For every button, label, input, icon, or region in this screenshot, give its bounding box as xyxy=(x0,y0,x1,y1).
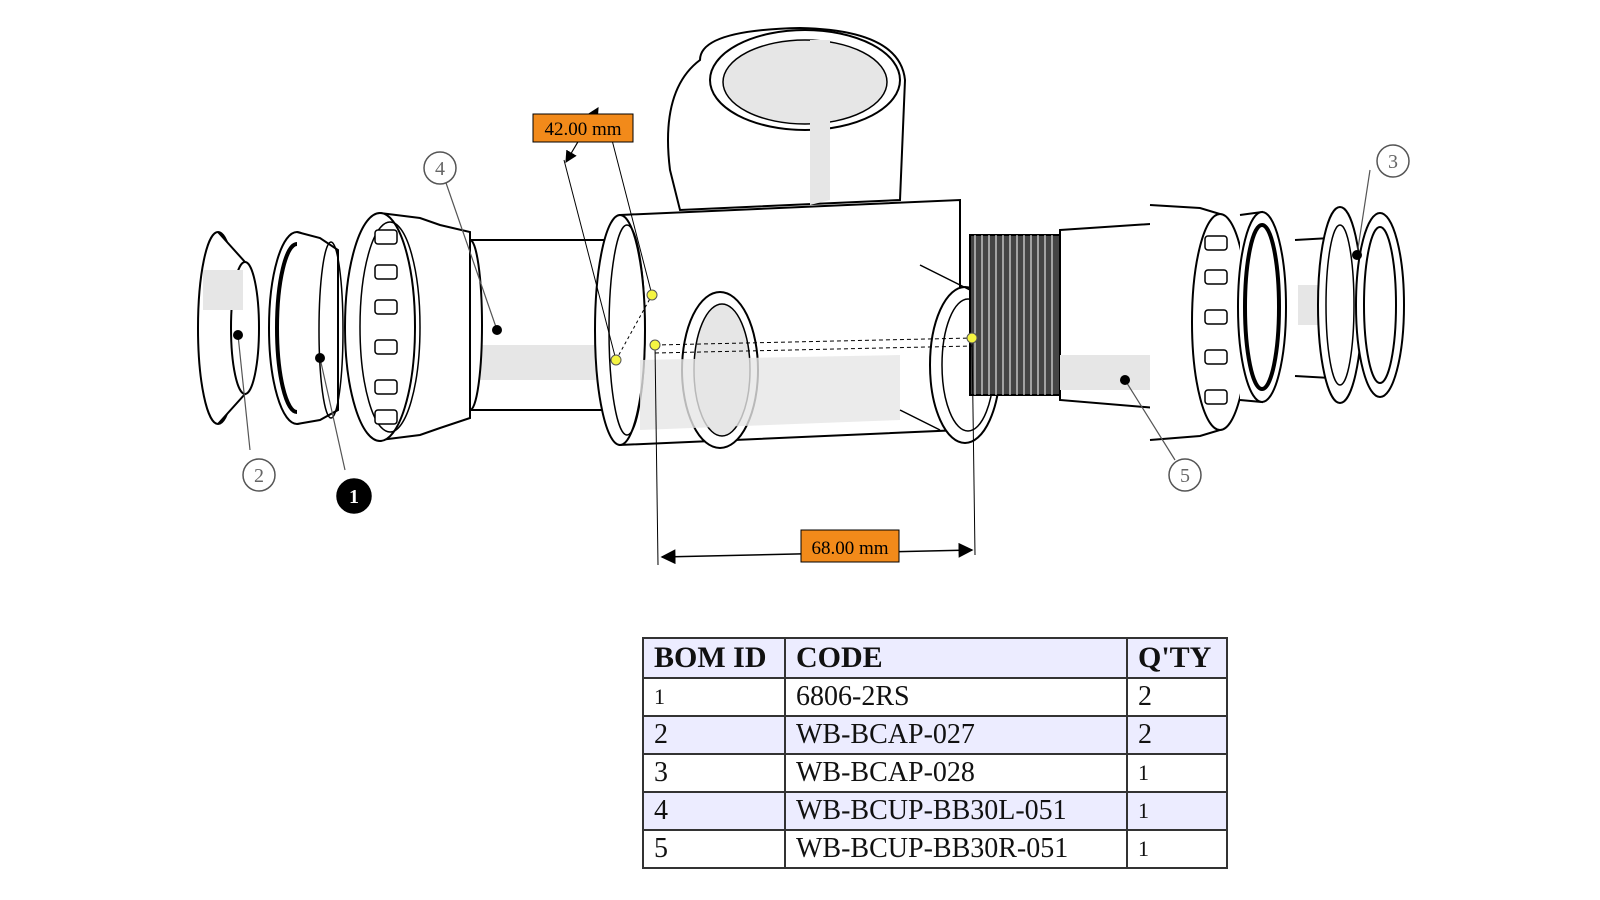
callout-1[interactable]: 1 xyxy=(336,478,372,514)
callout-4-label: 4 xyxy=(435,158,445,180)
measure-point[interactable] xyxy=(966,332,978,344)
callout-2-label: 2 xyxy=(254,465,264,487)
bom-cell-id: 3 xyxy=(642,753,786,793)
part-1-right-bearing[interactable] xyxy=(1237,210,1287,404)
dimension-tag-42mm[interactable]: 42.00 mm xyxy=(532,113,634,143)
bom-cell-id: 5 xyxy=(642,829,786,869)
bom-cell-qty: 1 xyxy=(1126,791,1228,831)
callout-3-label: 3 xyxy=(1388,151,1398,173)
bom-header-qty: Q'TY xyxy=(1126,637,1228,679)
bom-cell-code: WB-BCAP-027 xyxy=(784,715,1128,755)
dimension-68mm-label: 68.00 mm xyxy=(811,538,888,559)
bom-cell-code: WB-BCUP-BB30R-051 xyxy=(784,829,1128,869)
measure-point[interactable] xyxy=(649,339,661,351)
bom-cell-id: 4 xyxy=(642,791,786,831)
bom-row[interactable]: 3 WB-BCAP-028 1 xyxy=(642,753,1228,793)
part-2-right-cap[interactable] xyxy=(1294,206,1363,404)
bom-header-code: CODE xyxy=(784,637,1128,679)
callout-5[interactable]: 5 xyxy=(1168,458,1202,492)
part-5-right-cup[interactable] xyxy=(969,204,1249,441)
anchor-dots xyxy=(233,250,1362,385)
bom-row[interactable]: 2 WB-BCAP-027 2 xyxy=(642,715,1228,755)
bom-cell-id: 2 xyxy=(642,715,786,755)
bom-row[interactable]: 5 WB-BCUP-BB30R-051 1 xyxy=(642,829,1228,869)
bom-row[interactable]: 4 WB-BCUP-BB30L-051 1 xyxy=(642,791,1228,831)
part-2-left-cap[interactable] xyxy=(197,231,260,425)
bom-row[interactable]: 1 6806-2RS 2 xyxy=(642,677,1228,717)
bom-header-id: BOM ID xyxy=(642,637,786,679)
callout-2[interactable]: 2 xyxy=(242,458,276,492)
bom-cell-id: 1 xyxy=(642,677,786,717)
measure-point[interactable] xyxy=(646,289,658,301)
bom-cell-code: WB-BCAP-028 xyxy=(784,753,1128,793)
part-4-left-cup[interactable] xyxy=(344,212,621,442)
part-3-ring[interactable] xyxy=(1355,212,1405,398)
exploded-assembly-drawing: 2 1 4 3 5 42.00 mm xyxy=(197,26,1410,566)
callout-1-label: 1 xyxy=(349,486,359,508)
callout-3[interactable]: 3 xyxy=(1376,144,1410,178)
bom-cell-qty: 2 xyxy=(1126,715,1228,755)
callout-4[interactable]: 4 xyxy=(423,151,457,185)
leader-lines xyxy=(237,169,1371,471)
bom-cell-qty: 2 xyxy=(1126,677,1228,717)
bom-cell-code: 6806-2RS xyxy=(784,677,1128,717)
bom-cell-qty: 1 xyxy=(1126,829,1228,869)
callout-5-label: 5 xyxy=(1180,465,1190,487)
dimension-42mm-label: 42.00 mm xyxy=(544,119,621,140)
bom-cell-qty: 1 xyxy=(1126,753,1228,793)
measure-point[interactable] xyxy=(610,354,622,366)
measure-points[interactable] xyxy=(610,289,978,366)
bom-table: BOM ID CODE Q'TY 1 6806-2RS 2 2 WB-BCAP-… xyxy=(642,637,1228,869)
part-1-left-bearing[interactable] xyxy=(268,231,344,425)
dimension-tag-68mm[interactable]: 68.00 mm xyxy=(800,529,900,563)
bom-header-row: BOM ID CODE Q'TY xyxy=(642,637,1228,679)
bom-cell-code: WB-BCUP-BB30L-051 xyxy=(784,791,1128,831)
